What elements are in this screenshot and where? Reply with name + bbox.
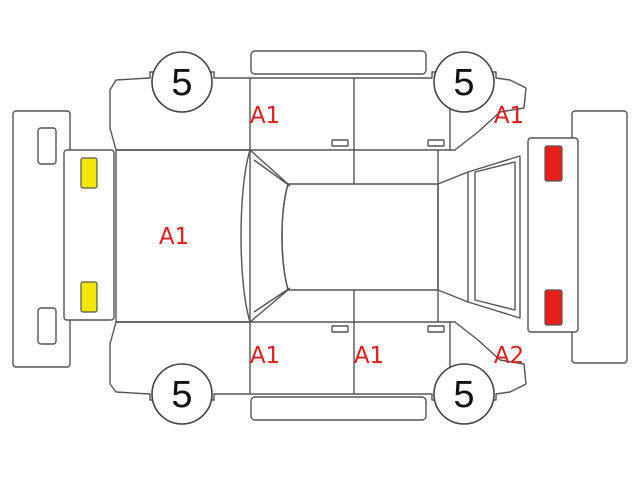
rear-fascia (527, 137, 579, 333)
right-rear-door-handle (427, 325, 445, 333)
rear-window (437, 171, 469, 303)
front-bumper (12, 110, 71, 368)
front-right-lamp-icon (80, 281, 98, 313)
rear-left-lamp-icon (544, 145, 563, 182)
rear-bumper (571, 110, 628, 364)
rear-right-lamp-icon (544, 289, 563, 326)
mark-left-rear-quarter: A1 (494, 103, 524, 129)
front-right-fog-slot (37, 307, 57, 345)
left-rear-door-handle (427, 139, 445, 147)
mark-right-rear-door: A1 (354, 343, 384, 369)
mark-right-rear-quarter: A2 (494, 343, 524, 369)
front-fascia (63, 149, 115, 321)
left-side-sill (250, 50, 427, 75)
roof-and-glass (115, 149, 521, 323)
tire-rear-right: 5 (433, 363, 495, 425)
mark-hood: A1 (159, 224, 189, 250)
tire-rear-left-rating: 5 (453, 62, 474, 104)
tire-front-left-rating: 5 (171, 62, 192, 104)
left-front-door-handle (331, 139, 349, 147)
tire-front-left: 5 (151, 51, 213, 113)
tire-front-right: 5 (151, 363, 213, 425)
mark-left-front-door: A1 (250, 103, 280, 129)
right-side-sill (250, 396, 427, 421)
roof-panel (281, 183, 439, 291)
tailgate (467, 155, 521, 319)
tire-rear-right-rating: 5 (453, 374, 474, 416)
right-front-door-handle (331, 325, 349, 333)
tire-front-right-rating: 5 (171, 374, 192, 416)
mark-right-front-door: A1 (250, 343, 280, 369)
tire-rear-left: 5 (433, 51, 495, 113)
windshield (240, 149, 289, 323)
front-left-fog-slot (37, 127, 57, 165)
front-left-lamp-icon (80, 157, 98, 189)
left-side-panel (109, 50, 527, 151)
